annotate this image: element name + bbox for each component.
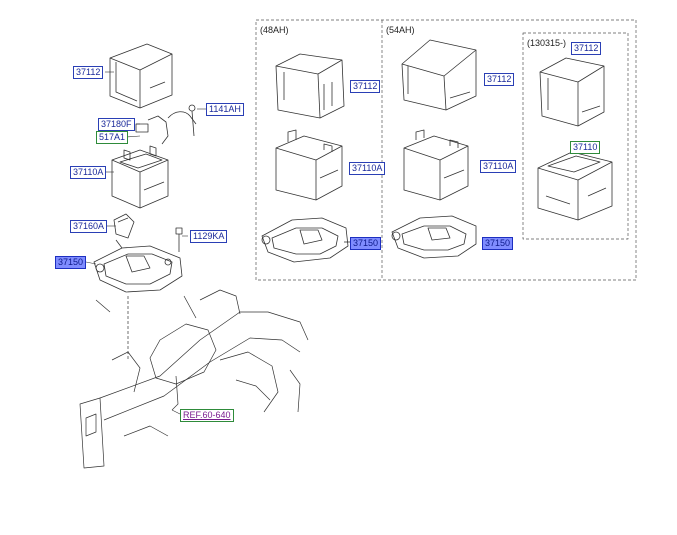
p48-tray-37150-drawing [261, 217, 350, 263]
callout-54ah-37112[interactable]: 37112 [484, 73, 515, 86]
caption-130315: (130315-) [527, 38, 567, 48]
battery-tray-37112-drawing [109, 43, 173, 109]
callout-130315-37112[interactable]: 37112 [571, 42, 602, 55]
terminal-cable-drawing [135, 104, 197, 145]
p48-tray-drawing [275, 53, 345, 119]
p54-tray-drawing [401, 39, 477, 111]
callout-54ah-37110a[interactable]: 37110A [480, 160, 517, 173]
callout-48ah-37110a[interactable]: 37110A [349, 162, 386, 175]
callout-54ah-37150[interactable]: 37150 [482, 237, 514, 250]
p1303-tray-drawing [539, 57, 605, 127]
callout-1129ka[interactable]: 1129KA [190, 230, 228, 243]
clamp-37160a-drawing [113, 213, 135, 239]
leader-lines [85, 71, 206, 415]
p54-battery-drawing [403, 129, 469, 201]
callout-48ah-37112[interactable]: 37112 [350, 80, 381, 93]
battery-37110a-drawing [111, 145, 169, 209]
p48-battery-drawing [275, 129, 343, 201]
callout-48ah-37150[interactable]: 37150 [350, 237, 382, 250]
caption-54ah: (54AH) [386, 25, 415, 35]
chassis-reference-drawing [79, 289, 309, 469]
callout-37112[interactable]: 37112 [73, 66, 104, 79]
callout-517a1[interactable]: 517A1 [96, 131, 129, 144]
p54-tray-37150-drawing [391, 215, 477, 259]
tray-37150-drawing [93, 239, 183, 293]
callout-37150[interactable]: 37150 [55, 256, 87, 269]
callout-130315-37110[interactable]: 37110 [570, 141, 601, 154]
callout-37180f[interactable]: 37180F [98, 118, 135, 131]
p1303-battery-drawing [537, 151, 613, 221]
callout-ref-60-640[interactable]: REF.60-640 [180, 409, 234, 422]
caption-48ah: (48AH) [260, 25, 289, 35]
callout-37110a[interactable]: 37110A [70, 166, 107, 179]
variant-group-frames [255, 19, 637, 281]
callout-37160a[interactable]: 37160A [70, 220, 108, 233]
callout-1141ah[interactable]: 1141AH [206, 103, 244, 116]
bolt-1129ka-drawing [175, 227, 183, 252]
